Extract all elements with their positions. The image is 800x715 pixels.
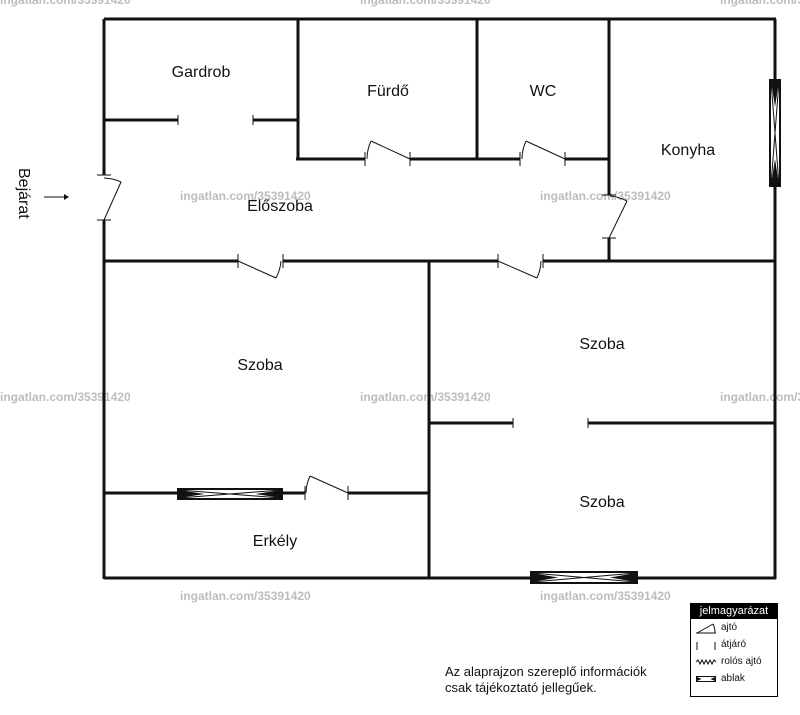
door-furdo (364, 140, 411, 166)
watermarks: ingatlan.com/35391420 ingatlan.com/35391… (0, 0, 800, 603)
door-symbol-icon (696, 623, 716, 634)
watermark-text: ingatlan.com/35391420 (360, 0, 491, 7)
legend-label: rolós ajtó (721, 656, 762, 667)
watermark-text: ingatlan.com/35391420 (0, 390, 131, 404)
room-label-wc: WC (530, 83, 557, 100)
disclaimer-note: Az alaprajzon szereplő információk csak … (445, 664, 647, 696)
legend-label: ablak (721, 673, 745, 684)
window-symbol-icon (696, 676, 716, 682)
entrance-label: Bejárat (15, 168, 32, 219)
legend-item-door: ajtó (691, 619, 777, 636)
door-wc (519, 140, 566, 166)
legend-label: átjáró (721, 639, 747, 650)
watermark-text: ingatlan.com/35391420 (0, 0, 131, 7)
legend-title: jelmagyarázat (691, 604, 777, 619)
door-entrance (97, 174, 122, 221)
room-labels: Gardrob Fürdő WC Konyha Előszoba Szoba S… (172, 64, 716, 550)
door-erkely (304, 475, 349, 500)
window-szoba-bottom (530, 571, 638, 584)
room-label-konyha: Konyha (661, 142, 715, 159)
legend-item-window: ablak (691, 670, 777, 687)
doors (97, 140, 628, 500)
watermark-text: ingatlan.com/35391420 (360, 390, 491, 404)
room-label-eloszoba: Előszoba (247, 198, 313, 215)
legend-label: ajtó (721, 622, 738, 633)
watermark-text: ingatlan.com/35391420 (720, 0, 800, 7)
watermark-text: ingatlan.com/35391420 (540, 189, 671, 203)
room-label-szoba-left: Szoba (237, 357, 282, 374)
roller-door-symbol-icon (695, 658, 717, 666)
room-label-szoba-right-top: Szoba (579, 336, 624, 353)
passage-markers (177, 115, 589, 428)
door-konyha (602, 194, 628, 239)
room-label-erkely: Erkély (253, 533, 297, 550)
passage-symbol-icon (696, 642, 716, 650)
legend-item-passage: átjáró (691, 636, 777, 653)
legend: jelmagyarázat ajtó átjáró rolós ajtó abl… (690, 603, 778, 697)
window-konyha (769, 79, 781, 187)
watermark-text: ingatlan.com/35391420 (180, 189, 311, 203)
door-szoba-right (497, 254, 544, 279)
room-label-furdo: Fürdő (367, 83, 409, 100)
watermark-text: ingatlan.com/35391420 (180, 589, 311, 603)
room-label-gardrob: Gardrob (172, 64, 231, 81)
legend-item-roller-door: rolós ajtó (691, 653, 777, 670)
windows (177, 79, 781, 584)
watermark-text: ingatlan.com/35391420 (540, 589, 671, 603)
window-erkely (177, 488, 283, 500)
disclaimer-line: Az alaprajzon szereplő információk (445, 664, 647, 679)
disclaimer-line: csak tájékoztató jellegűek. (445, 680, 597, 695)
room-label-szoba-right-bottom: Szoba (579, 494, 624, 511)
entrance-arrow-icon (44, 194, 69, 200)
watermark-text: ingatlan.com/35391420 (720, 390, 800, 404)
door-szoba-left (237, 254, 284, 279)
